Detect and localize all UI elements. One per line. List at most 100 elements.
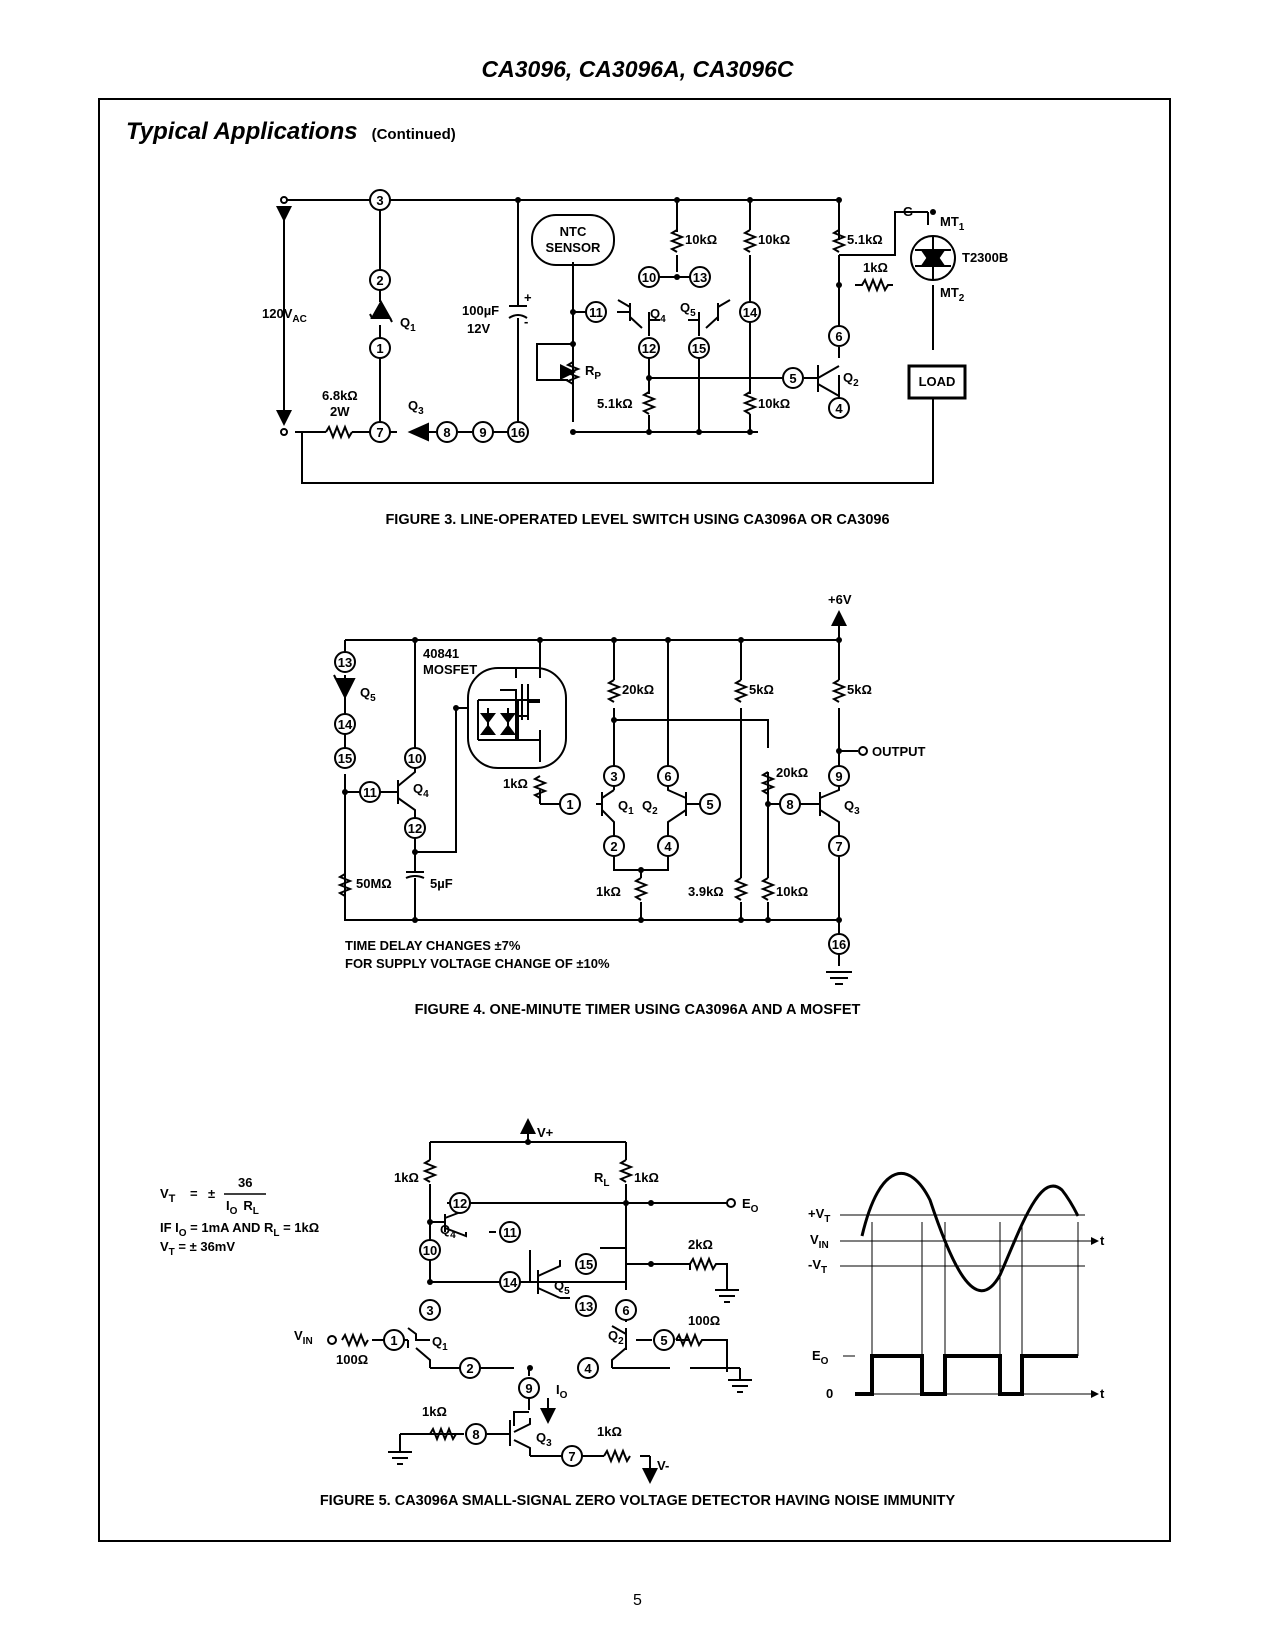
wave-label-vt-pos: +VT xyxy=(808,1206,830,1225)
eq-plusminus: ± xyxy=(208,1186,215,1201)
figure-3-labels: NTC SENSOR 10kΩ 10kΩ 5.1kΩ 1kΩ G MT1 T23… xyxy=(262,204,1008,419)
pin-9: 9 xyxy=(835,769,842,784)
resistor-100-b xyxy=(675,1332,728,1372)
pin-1: 1 xyxy=(566,797,573,812)
wire xyxy=(345,612,840,641)
wire xyxy=(626,1263,691,1270)
section-heading: Typical Applications (Continued) xyxy=(126,118,456,146)
label-2w: 2W xyxy=(330,404,350,419)
label-20k-b: 20kΩ xyxy=(776,765,808,780)
pin-8: 8 xyxy=(443,425,450,440)
wire xyxy=(611,1325,690,1368)
capacitor-100uF xyxy=(508,305,528,319)
resistor-1k-a xyxy=(532,775,548,799)
wire xyxy=(698,312,751,432)
figure-5-schematic xyxy=(327,1118,752,1484)
wire xyxy=(509,1400,531,1456)
pin-15: 15 xyxy=(338,751,352,766)
label-5k-a: 5kΩ xyxy=(749,682,774,697)
resistor-68k xyxy=(325,424,353,440)
pin-12: 12 xyxy=(642,341,656,356)
label-q1: Q1 xyxy=(618,798,634,817)
resistor-20k-a xyxy=(606,679,622,703)
figure-3-caption: FIGURE 3. LINE-OPERATED LEVEL SWITCH USI… xyxy=(385,512,890,528)
pin-1: 1 xyxy=(376,341,383,356)
resistor-1k-d xyxy=(603,1448,631,1464)
label-cap-minus: - xyxy=(524,314,528,329)
ground-symbol xyxy=(715,1289,739,1303)
label-51k-top: 5.1kΩ xyxy=(847,232,883,247)
label-load: LOAD xyxy=(919,374,956,389)
label-output: OUTPUT xyxy=(872,744,926,759)
pin-6: 6 xyxy=(835,329,842,344)
figure-3-schematic xyxy=(276,196,967,484)
pin-14: 14 xyxy=(338,717,353,732)
figure-3-pins xyxy=(369,189,850,443)
resistor-1k-b xyxy=(633,877,649,901)
resistor-5k-a xyxy=(733,679,749,703)
wire xyxy=(614,719,780,920)
wave-label-t1: t xyxy=(1100,1233,1105,1248)
label-vminus: V- xyxy=(657,1458,669,1473)
label-1k: 1kΩ xyxy=(863,260,888,275)
section-subtitle: (Continued) xyxy=(371,126,456,143)
label-20k-a: 20kΩ xyxy=(622,682,654,697)
label-rl: RL xyxy=(594,1170,610,1189)
wire xyxy=(399,1433,651,1470)
label-rp: RP xyxy=(585,363,601,382)
ground-symbol xyxy=(826,971,852,985)
figure-4-pins xyxy=(334,651,850,955)
pin-5: 5 xyxy=(789,371,796,386)
pin-9: 9 xyxy=(525,1381,532,1396)
figure-4-caption: FIGURE 4. ONE-MINUTE TIMER USING CA3096A… xyxy=(414,1002,861,1018)
wire xyxy=(539,640,560,805)
vin-sine xyxy=(860,1172,1080,1292)
pin-1: 1 xyxy=(390,1333,397,1348)
label-q2: Q2 xyxy=(608,1328,624,1347)
pin-11: 11 xyxy=(363,785,377,800)
resistor-rl xyxy=(618,1159,634,1183)
label-eo: EO xyxy=(742,1196,759,1215)
eo-square xyxy=(855,1354,1078,1396)
pin-7: 7 xyxy=(568,1449,575,1464)
q5-transistor xyxy=(705,299,731,329)
pin-8: 8 xyxy=(472,1427,479,1442)
content-frame xyxy=(98,98,1171,1542)
wave-label-zero: 0 xyxy=(826,1386,833,1401)
resistor-10k-b xyxy=(742,229,758,253)
wire xyxy=(301,285,934,484)
label-q3: Q3 xyxy=(408,398,424,417)
pin-10: 10 xyxy=(408,751,422,766)
pin-12: 12 xyxy=(453,1196,467,1211)
label-1k-d: 1kΩ xyxy=(597,1424,622,1439)
eq-result: VT = ± 36mV xyxy=(160,1239,235,1258)
label-1k-b: 1kΩ xyxy=(634,1170,659,1185)
wire xyxy=(345,768,416,818)
page-number: 5 xyxy=(633,1592,642,1609)
label-q4: Q4 xyxy=(440,1222,456,1241)
resistor-50m xyxy=(337,873,353,897)
wire xyxy=(651,200,751,303)
pin-13: 13 xyxy=(338,655,352,670)
label-10k-c: 10kΩ xyxy=(758,396,790,411)
pin-3: 3 xyxy=(426,1303,433,1318)
pin-11: 11 xyxy=(589,305,603,320)
label-100-b: 100Ω xyxy=(688,1313,720,1328)
pin-4: 4 xyxy=(584,1361,592,1376)
resistor-20k-b xyxy=(760,771,776,795)
pin-6: 6 xyxy=(664,769,671,784)
label-supply: +6V xyxy=(828,592,852,607)
pin-11: 11 xyxy=(503,1225,517,1240)
label-1k-a: 1kΩ xyxy=(503,776,528,791)
transition-markers xyxy=(871,1222,1079,1356)
label-q2: Q2 xyxy=(642,798,658,817)
section-title: Typical Applications xyxy=(126,118,358,145)
ntc-label: NTC xyxy=(560,224,587,239)
resistor-51k-top xyxy=(831,229,847,253)
wire xyxy=(430,1367,741,1380)
label-1k-b: 1kΩ xyxy=(596,884,621,899)
label-10k-a: 10kΩ xyxy=(685,232,717,247)
pin-12: 12 xyxy=(408,821,422,836)
